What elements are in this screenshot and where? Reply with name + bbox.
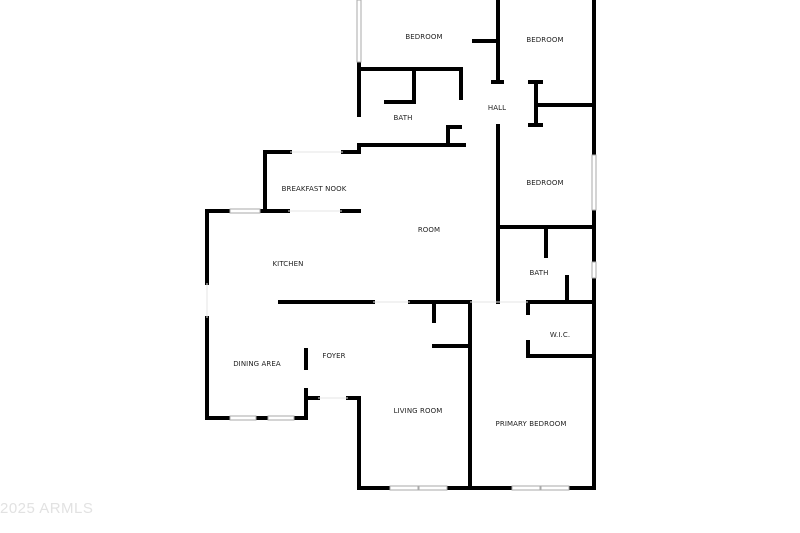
- room-label-room: ROOM: [417, 226, 441, 234]
- room-label-bath-2: BATH: [529, 269, 549, 277]
- room-label-bedroom-3: BEDROOM: [526, 179, 564, 187]
- windows: [229, 0, 597, 491]
- walls: [205, 0, 596, 490]
- room-label-wic: W.I.C.: [549, 331, 571, 339]
- room-label-primary-bedroom: PRIMARY BEDROOM: [495, 420, 567, 428]
- openings: [206, 151, 528, 399]
- room-label-hall: HALL: [487, 104, 507, 112]
- room-label-foyer: FOYER: [322, 352, 346, 360]
- room-label-bath-1: BATH: [393, 114, 413, 122]
- room-label-breakfast-nook: BREAKFAST NOOK: [281, 185, 347, 193]
- room-label-bedroom-1: BEDROOM: [405, 33, 443, 41]
- room-label-bedroom-2: BEDROOM: [526, 36, 564, 44]
- room-label-kitchen: KITCHEN: [272, 260, 304, 268]
- watermark: 2025 ARMLS: [0, 500, 94, 517]
- room-label-living-room: LIVING ROOM: [393, 407, 443, 415]
- room-label-dining-area: DINING AREA: [233, 360, 281, 368]
